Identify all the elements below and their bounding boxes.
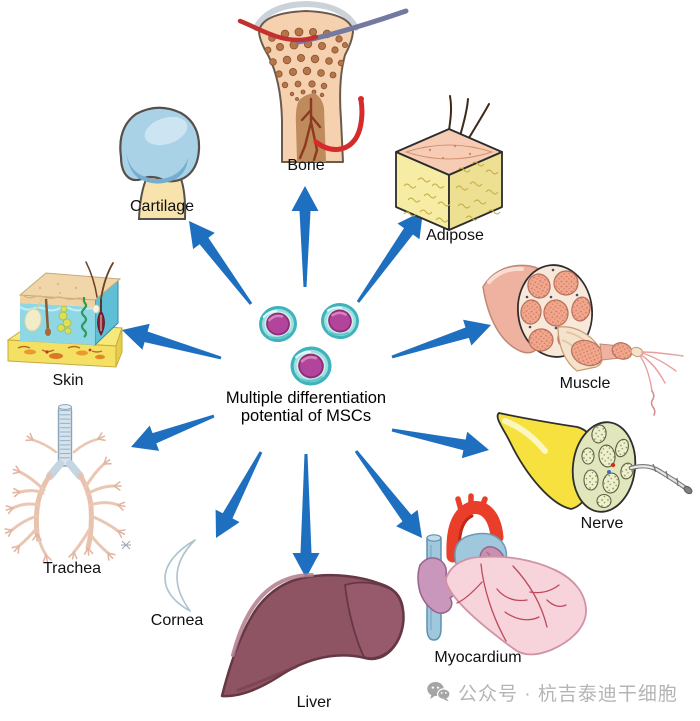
bone-illustration	[237, 0, 409, 163]
nerve-illustration	[496, 412, 693, 513]
coronary-vessels	[456, 563, 567, 642]
watermark-text: 公众号 · 杭吉泰迪干细胞	[458, 683, 678, 705]
muscle-illustration	[482, 264, 684, 416]
hair-follicle	[44, 298, 50, 332]
arrow-to-adipose	[356, 211, 423, 303]
sweat-gland-coil	[80, 297, 88, 338]
arrow-to-cornea	[215, 451, 263, 538]
center-caption-line2: potential of MSCs	[240, 406, 372, 425]
adipose-illustration	[395, 95, 503, 231]
msc-cell	[289, 345, 333, 387]
label-liver: Liver	[296, 694, 332, 711]
label-adipose: Adipose	[426, 227, 484, 244]
label-muscle: Muscle	[559, 375, 611, 392]
radiating-arrows-group	[122, 186, 491, 578]
arrow-to-trachea	[131, 414, 215, 451]
arrow-to-muscle	[391, 319, 491, 359]
arrow-to-liver	[292, 454, 320, 578]
msc-cell	[256, 303, 300, 345]
label-nerve: Nerve	[580, 515, 624, 532]
msc-cell	[319, 301, 361, 341]
arrow-to-cartilage	[189, 221, 253, 305]
center-caption: Multiple differentiation potential of MS…	[225, 389, 387, 425]
label-skin: Skin	[52, 372, 84, 389]
trachea-rings	[59, 409, 71, 459]
skin-illustration	[6, 261, 123, 368]
label-myocardium: Myocardium	[434, 649, 522, 666]
cornea-illustration	[121, 539, 196, 612]
center-caption-line1: Multiple differentiation	[225, 389, 387, 407]
label-bone: Bone	[287, 157, 325, 174]
liver-illustration	[220, 573, 405, 698]
arrow-to-nerve	[391, 428, 489, 459]
msc-cells	[256, 301, 361, 387]
arrow-to-myocardium	[354, 450, 422, 538]
cartilage-illustration	[119, 106, 201, 220]
arrow-to-bone	[291, 186, 319, 287]
sebaceous-gland	[57, 305, 72, 335]
arrow-to-skin	[122, 323, 222, 360]
label-cartilage: Cartilage	[129, 198, 195, 215]
sparkle-mark	[121, 540, 131, 550]
label-cornea: Cornea	[150, 612, 204, 629]
trachea-illustration	[4, 404, 126, 563]
myocardium-illustration	[417, 493, 587, 656]
bronchial-tree	[4, 432, 126, 563]
watermark: 公众号 · 杭吉泰迪干细胞	[426, 678, 678, 706]
muscle-fiber-tendrils	[639, 351, 684, 416]
wechat-icon	[427, 682, 451, 702]
label-trachea: Trachea	[42, 560, 102, 577]
adipose-texture	[403, 161, 501, 223]
